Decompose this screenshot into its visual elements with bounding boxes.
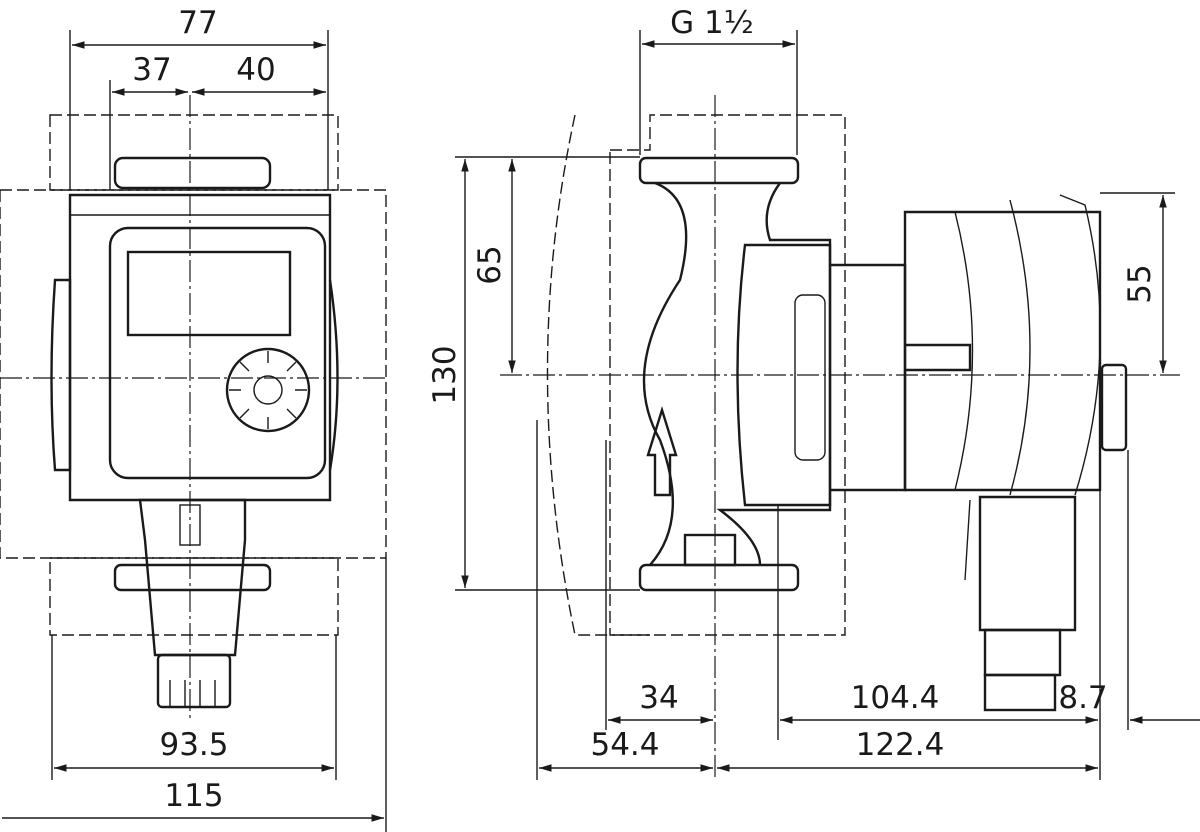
flow-direction-arrow-icon — [646, 405, 678, 497]
side-dimensions: G 1½ 130 65 55 34 104.4 8.7 54.4 122.4 — [427, 5, 1200, 780]
motor-housing — [903, 210, 1102, 492]
side-connector — [978, 495, 1077, 632]
dim-40: 40 — [236, 52, 275, 88]
electrical-connector — [138, 498, 247, 657]
top-flange — [113, 156, 272, 190]
plug — [156, 653, 232, 709]
top-pipe-flange — [638, 156, 800, 185]
dim-130: 130 — [427, 345, 463, 404]
pump-housing — [736, 243, 832, 507]
bottom-pipe-flange — [638, 563, 800, 592]
vent-screw — [1100, 363, 1128, 452]
control-module — [108, 226, 327, 480]
dim-34: 34 — [639, 680, 678, 716]
front-view — [0, 95, 387, 720]
dim-65: 65 — [472, 245, 508, 284]
control-dial-icon — [225, 347, 311, 433]
dim-55: 55 — [1122, 264, 1158, 303]
dim-54-4: 54.4 — [590, 727, 659, 763]
dim-37: 37 — [132, 52, 171, 88]
dim-122-4: 122.4 — [856, 727, 945, 763]
display — [126, 250, 292, 337]
dim-8-7: 8.7 — [1058, 680, 1107, 716]
dim-77: 77 — [178, 5, 217, 41]
front-dimensions: 77 37 40 93.5 115 — [2, 5, 387, 832]
dim-115: 115 — [164, 778, 223, 814]
dim-104-4: 104.4 — [851, 680, 940, 716]
dim-thread: G 1½ — [670, 5, 754, 41]
side-view — [500, 95, 1180, 780]
dim-93-5: 93.5 — [159, 727, 228, 763]
